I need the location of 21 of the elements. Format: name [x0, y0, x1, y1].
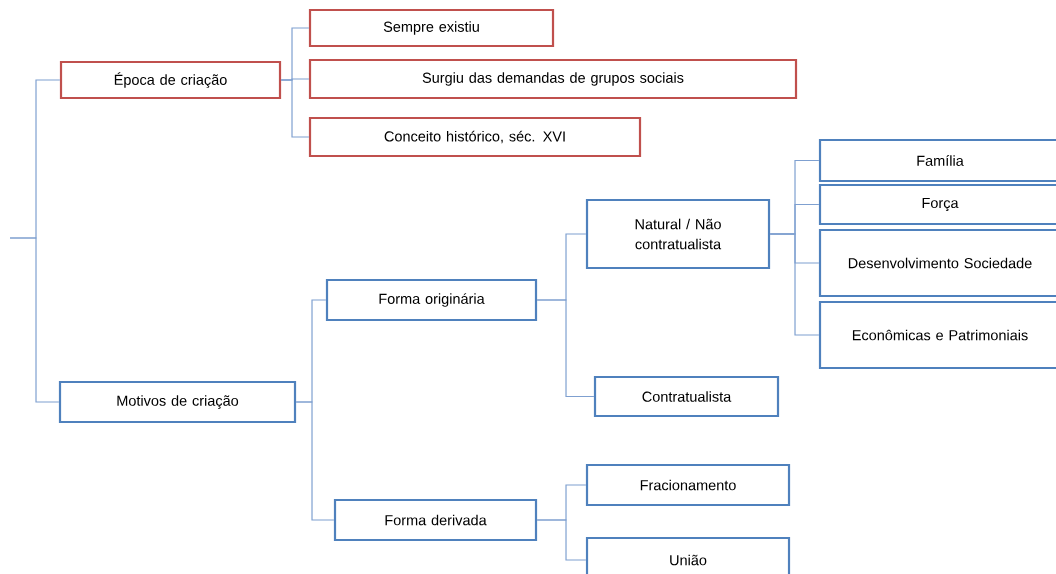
bracket-connector [280, 79, 310, 138]
text-box: União [585, 536, 791, 574]
text-box: Forma derivada [333, 498, 538, 542]
text-box: Motivos de criação [58, 380, 297, 424]
text-box: Natural / Não contratualista [585, 198, 771, 270]
bracket-connector [536, 299, 595, 398]
text-box: Contratualista [593, 375, 780, 418]
text-box: Conceito histórico, séc. XVI [308, 116, 642, 158]
text-box: Época de criação [59, 60, 282, 100]
text-box: Família [818, 138, 1056, 183]
bracket-connector [536, 519, 587, 561]
text-box: Fracionamento [585, 463, 791, 507]
bracket-connector [295, 401, 335, 521]
text-box: Surgiu das demandas de grupos sociais [308, 58, 798, 100]
text-box: Força [818, 183, 1056, 226]
text-box: Forma originária [325, 278, 538, 322]
text-box: Desenvolvimento Sociedade [818, 228, 1056, 298]
text-box: Econômicas e Patrimoniais [818, 300, 1056, 370]
text-box: Sempre existiu [308, 8, 555, 48]
bracket-connector [9, 237, 60, 403]
bracket-connector [769, 233, 820, 336]
